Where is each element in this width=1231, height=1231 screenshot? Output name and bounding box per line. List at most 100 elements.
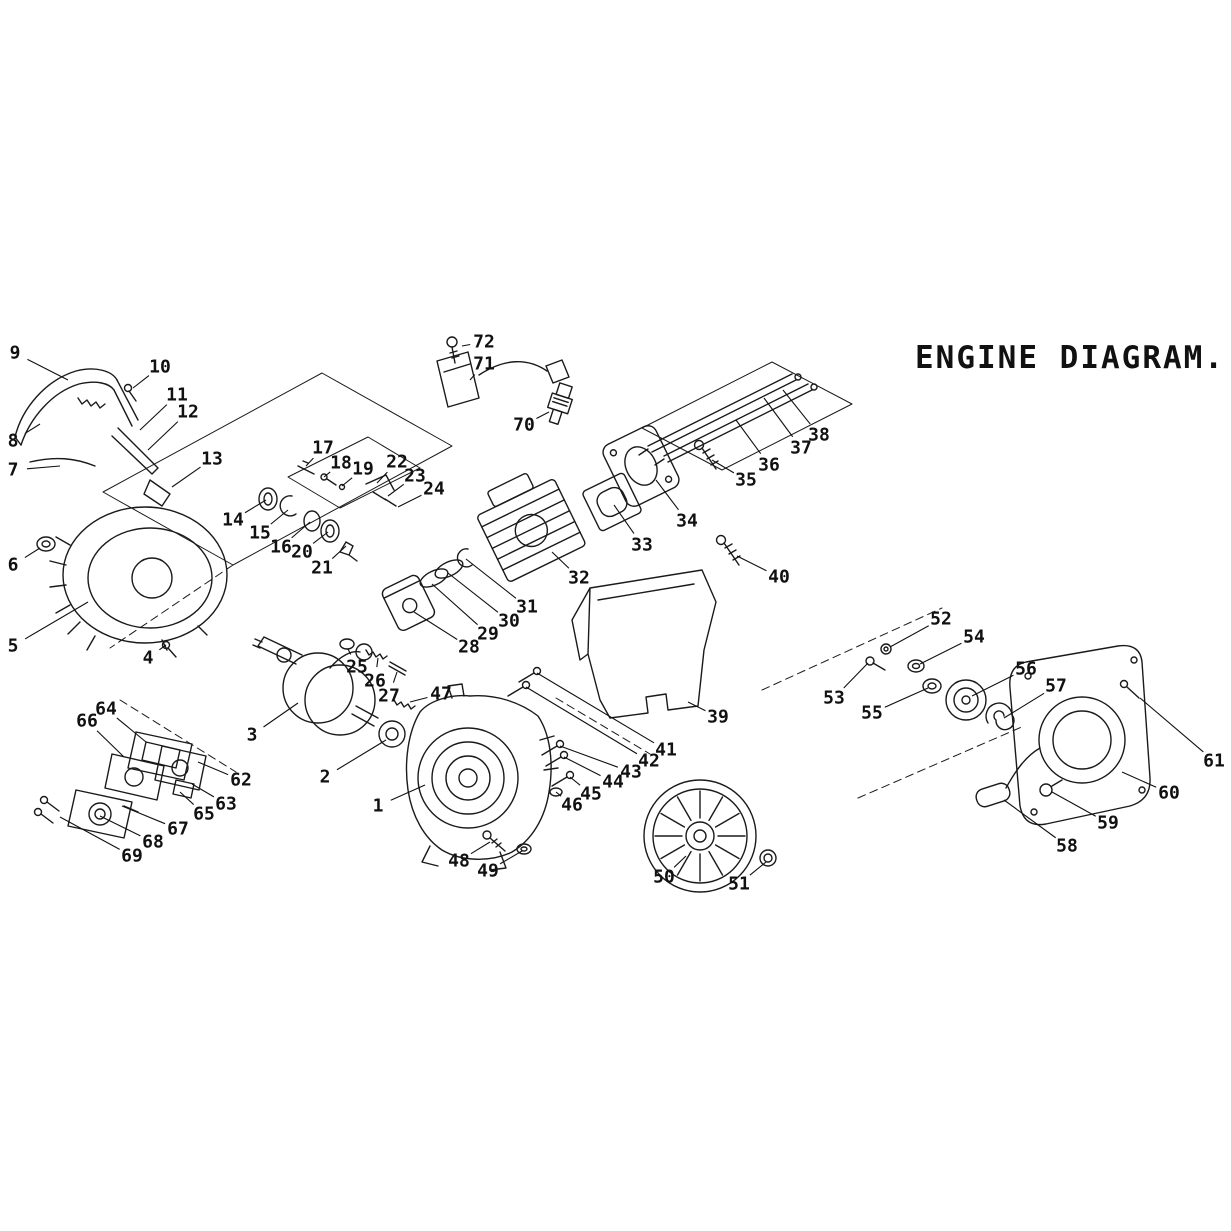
leader-line-69 xyxy=(59,816,120,850)
part-label-47: 47 xyxy=(430,684,452,705)
part-label-67: 67 xyxy=(167,819,189,840)
leader-line-33 xyxy=(613,504,635,534)
part-label-23: 23 xyxy=(404,466,426,487)
part-label-56: 56 xyxy=(1015,659,1037,680)
leader-line-55 xyxy=(884,687,929,708)
leader-line-1 xyxy=(390,784,426,801)
part-label-11: 11 xyxy=(166,385,188,406)
leader-line-18 xyxy=(323,471,331,478)
part-label-15: 15 xyxy=(249,523,271,544)
leader-line-53 xyxy=(843,662,869,689)
part-label-4: 4 xyxy=(143,648,154,669)
crankcase xyxy=(405,683,559,871)
part-label-42: 42 xyxy=(638,751,660,772)
leader-line-27 xyxy=(392,671,398,683)
leader-line-41 xyxy=(536,672,655,744)
part-label-25: 25 xyxy=(346,657,368,678)
part-label-50: 50 xyxy=(653,867,675,888)
leader-line-52 xyxy=(889,625,929,648)
leader-line-50 xyxy=(673,855,687,868)
part-label-10: 10 xyxy=(149,357,171,378)
part-label-38: 38 xyxy=(808,425,830,446)
part-label-27: 27 xyxy=(378,686,400,707)
part-label-68: 68 xyxy=(142,832,164,853)
leader-line-19 xyxy=(341,477,353,487)
part-label-62: 62 xyxy=(230,770,252,791)
part-label-18: 18 xyxy=(330,453,352,474)
leader-line-49 xyxy=(499,850,523,865)
part-label-35: 35 xyxy=(735,470,757,491)
leader-line-43 xyxy=(559,745,619,768)
part-label-36: 36 xyxy=(758,455,780,476)
leader-line-9 xyxy=(27,358,69,381)
part-label-14: 14 xyxy=(222,510,244,531)
leader-line-23 xyxy=(387,483,405,497)
part-label-32: 32 xyxy=(568,568,590,589)
leader-line-68 xyxy=(99,815,141,837)
cylinder xyxy=(477,473,586,582)
leader-line-3 xyxy=(263,702,299,728)
part-label-69: 69 xyxy=(121,846,143,867)
part-label-63: 63 xyxy=(215,794,237,815)
blower-housing xyxy=(36,506,228,658)
engine-drawing xyxy=(14,336,1151,893)
part-label-44: 44 xyxy=(602,772,624,793)
part-label-12: 12 xyxy=(177,402,199,423)
leader-line-37 xyxy=(763,397,794,438)
cylinder-gasket xyxy=(582,472,642,532)
leader-line-8 xyxy=(24,423,41,435)
seal-bearing-group xyxy=(258,460,397,562)
part-label-28: 28 xyxy=(458,637,480,658)
leader-line-22 xyxy=(376,471,388,484)
part-label-66: 66 xyxy=(76,711,98,732)
part-label-34: 34 xyxy=(676,511,698,532)
part-label-21: 21 xyxy=(311,558,333,579)
leader-line-28 xyxy=(413,611,458,640)
leader-line-30 xyxy=(447,572,499,613)
spark-plug xyxy=(546,382,573,426)
leader-line-32 xyxy=(551,551,570,569)
leader-line-70 xyxy=(536,411,550,420)
leader-line-65 xyxy=(179,791,195,805)
part-label-39: 39 xyxy=(707,707,729,728)
part-label-51: 51 xyxy=(728,874,750,895)
part-label-22: 22 xyxy=(386,452,408,473)
leader-line-58 xyxy=(1003,799,1057,839)
part-label-49: 49 xyxy=(477,861,499,882)
perspective-frames xyxy=(102,361,1025,799)
part-label-17: 17 xyxy=(312,438,334,459)
leader-line-62 xyxy=(197,761,229,776)
leader-line-20 xyxy=(312,531,329,544)
part-label-58: 58 xyxy=(1056,836,1078,857)
case-screws xyxy=(482,666,575,855)
leader-line-63 xyxy=(191,783,215,798)
part-label-61: 61 xyxy=(1203,751,1225,772)
part-label-40: 40 xyxy=(768,567,790,588)
leader-line-14 xyxy=(244,499,267,514)
leader-line-45 xyxy=(569,776,581,786)
leader-line-26 xyxy=(376,657,379,668)
part-label-48: 48 xyxy=(448,851,470,872)
recoil-starter xyxy=(865,643,1151,826)
part-label-57: 57 xyxy=(1045,676,1067,697)
part-label-41: 41 xyxy=(655,740,677,761)
leader-line-56 xyxy=(971,674,1014,697)
part-label-2: 2 xyxy=(320,767,331,788)
leader-line-71 xyxy=(469,374,476,381)
leader-line-6 xyxy=(24,547,41,559)
part-label-70: 70 xyxy=(513,415,535,436)
leader-line-24 xyxy=(397,494,422,508)
part-label-6: 6 xyxy=(8,555,19,576)
flywheel xyxy=(643,779,777,893)
part-label-9: 9 xyxy=(10,343,21,364)
ignition-coil xyxy=(436,336,570,408)
leader-line-10 xyxy=(132,375,150,389)
part-label-8: 8 xyxy=(8,431,19,452)
part-label-46: 46 xyxy=(561,795,583,816)
leader-line-36 xyxy=(735,419,762,455)
part-label-52: 52 xyxy=(930,609,952,630)
leader-line-35 xyxy=(711,459,735,474)
muffler xyxy=(602,425,680,507)
part-label-13: 13 xyxy=(201,449,223,470)
